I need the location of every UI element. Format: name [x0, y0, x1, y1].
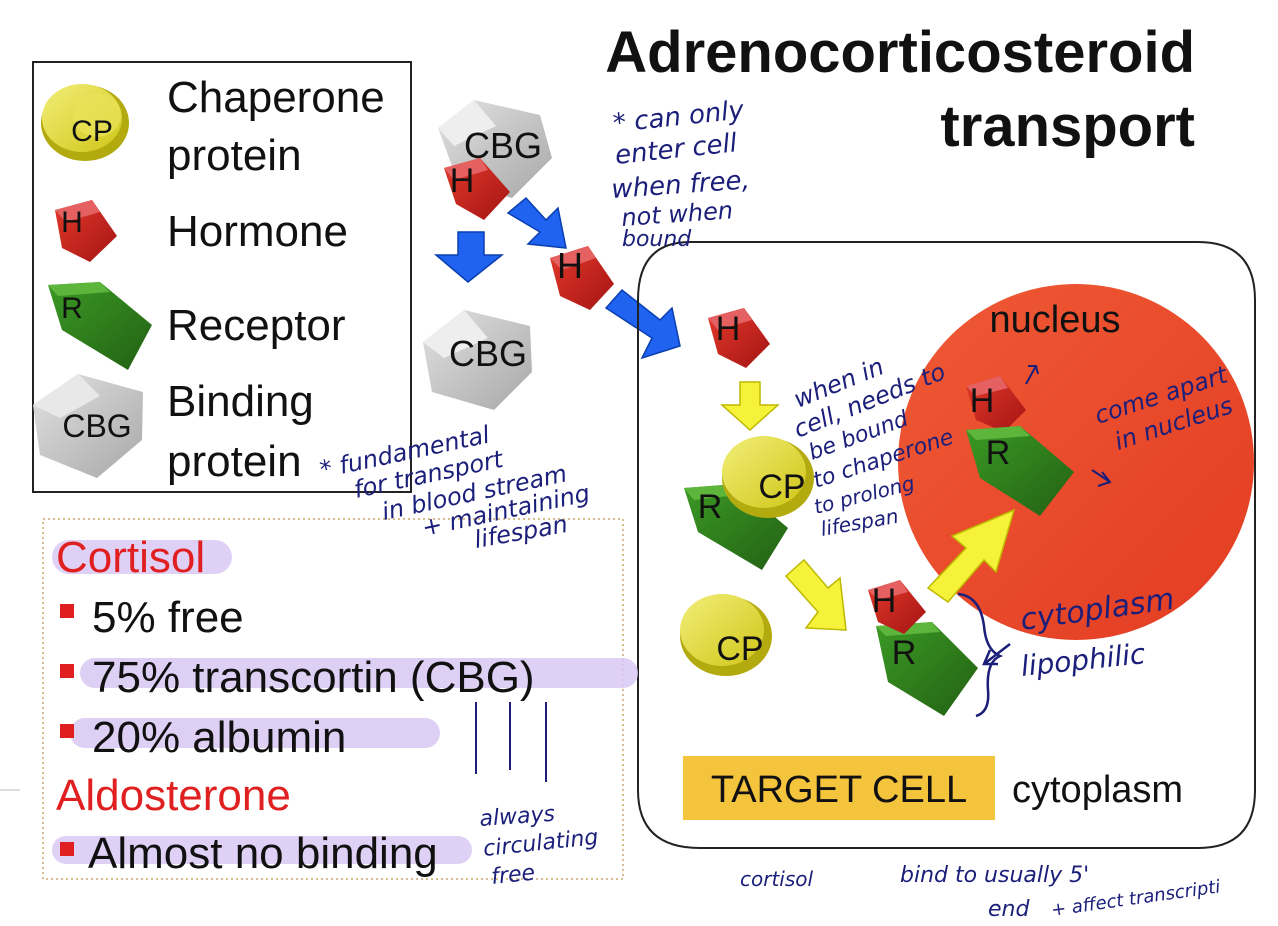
blue-arrow-down [433, 231, 505, 283]
yellow-arrow-diag [784, 558, 847, 631]
legend-frame [32, 61, 412, 493]
highlights [52, 540, 638, 864]
legend-hormone-icon: H [55, 200, 117, 262]
title-line2: transport [940, 94, 1195, 159]
binding-box-frame [42, 518, 624, 880]
target-cell-box [683, 756, 995, 820]
hw-always-1: always [479, 802, 556, 832]
cp-free-label: CP [716, 630, 763, 668]
hr-complex-cytoplasm: R H [868, 580, 978, 716]
target-cell-label: TARGET CELL [711, 769, 967, 811]
h-free-label: H [557, 245, 583, 286]
hr-nuc-r-label: R [986, 434, 1011, 472]
cbg-released: CBG [423, 310, 532, 410]
annotation-can-only: * can only enter cell when free, not whe… [610, 95, 750, 252]
blue-arrow-diag2 [604, 288, 681, 360]
cortisol-item-1: 5% free [92, 593, 244, 642]
legend-cbg-icon: CBG [33, 374, 143, 478]
cortisol-item-2: 75% transcortin (CBG) [92, 653, 535, 702]
hw-always-3: free [490, 861, 536, 890]
blue-arrow-diag1 [506, 196, 567, 249]
aldosterone-item-1: Almost no binding [88, 829, 438, 878]
hr-nuc-h-label: H [970, 382, 995, 420]
cp-r-complex: R CP [684, 436, 814, 570]
legend-receptor-icon: R [48, 282, 152, 370]
h-in-cbg-label: H [450, 162, 475, 200]
cortisol-item-3: 20% albumin [92, 713, 346, 762]
aldosterone-heading: Aldosterone [56, 771, 291, 820]
hr-complex-nucleus: H R [966, 376, 1074, 516]
legend-cp-icon: CP [41, 84, 129, 161]
bullet-1 [60, 604, 74, 618]
cbg-bound-hormone: CBG H [438, 100, 552, 220]
hw-footer-cortisol: cortisol [740, 867, 814, 891]
blue-arrows [433, 196, 681, 360]
yellow-arrow-up [926, 508, 1016, 604]
legend-receptor-label: Receptor [167, 301, 346, 350]
legend-cp-symbol: CP [71, 115, 113, 148]
hormone-free: H [550, 245, 614, 310]
legend-hormone-label: Hormone [167, 207, 348, 256]
bullet-2 [60, 664, 74, 678]
hw-can-only-5: bound [622, 227, 692, 252]
cortisol-heading: Cortisol [56, 533, 205, 582]
annotation-always-free: always circulating free [479, 802, 600, 890]
hormone-in-cell: H [708, 308, 770, 368]
legend-cp-label2: protein [167, 131, 302, 180]
legend-hormone-symbol: H [61, 206, 83, 239]
legend: CP Chaperone protein H Hormone R Recepto… [32, 61, 412, 493]
title: Adrenocorticosteroid transport [605, 20, 1195, 159]
legend-cbg-label1: Binding [167, 377, 314, 426]
hw-footer-bind-2: end [988, 897, 1030, 922]
bullet-4 [60, 842, 74, 856]
yellow-arrows [720, 381, 1016, 631]
legend-cbg-label2: protein [167, 437, 302, 486]
legend-receptor-symbol: R [61, 292, 83, 325]
hw-cytoplasm-2: lipophilic [1019, 637, 1147, 683]
title-line1: Adrenocorticosteroid [605, 20, 1195, 85]
bullet-3 [60, 724, 74, 738]
hr-cyto-r-label: R [892, 634, 917, 672]
complex-r-label: R [698, 488, 723, 526]
hr-cyto-h-label: H [872, 582, 897, 620]
hw-footer-bind-1: bind to usually 5' [900, 863, 1089, 888]
cp-free: CP [680, 594, 772, 676]
cytoplasm-label: cytoplasm [1012, 769, 1183, 811]
target-cell-outline [637, 241, 1256, 849]
yellow-arrow-down [720, 381, 780, 432]
legend-cp-label1: Chaperone [167, 73, 385, 122]
nucleus-label: nucleus [990, 299, 1121, 341]
complex-cp-label: CP [758, 468, 805, 506]
legend-cbg-symbol: CBG [62, 408, 131, 444]
cbg-released-label: CBG [449, 333, 527, 374]
annotation-fundamental: * fundamental for transport in blood str… [317, 421, 592, 554]
h-in-cell-label: H [716, 310, 741, 348]
handwritten-marks [475, 702, 547, 782]
annotation-footer: cortisol bind to usually 5' end + affect… [740, 863, 1222, 922]
